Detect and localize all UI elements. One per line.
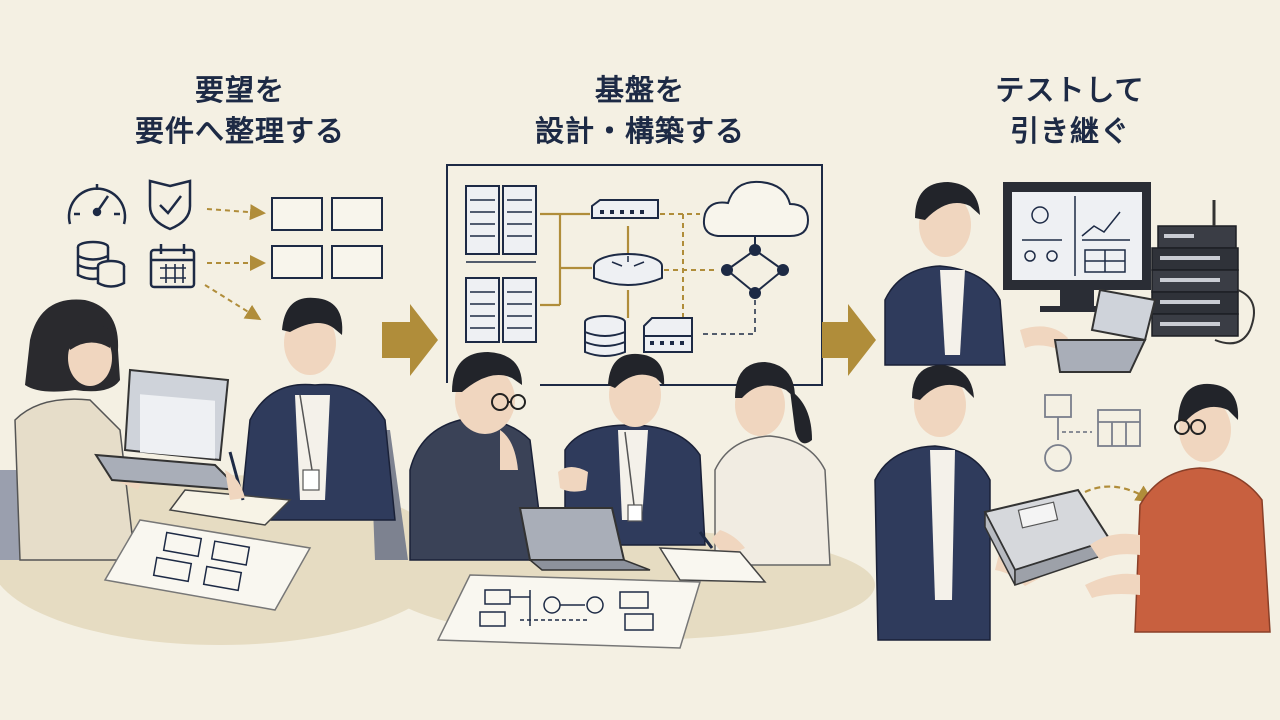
person-handover-giver xyxy=(874,365,1040,641)
requirements-sheet xyxy=(103,519,312,611)
step3-heading: テストして 引き継ぐ xyxy=(940,70,1200,152)
person-architect-glasses xyxy=(409,352,546,561)
panel-infrastructure xyxy=(385,164,875,649)
handover-arrow xyxy=(1084,485,1154,503)
step-arrow-2 xyxy=(822,304,876,376)
step2-heading: 基盤を 設計・構築する xyxy=(510,70,770,152)
shield-check-icon xyxy=(148,179,192,231)
requirement-boxes xyxy=(271,197,383,279)
cloud-icon xyxy=(702,180,810,237)
step2-heading-line1: 基盤を xyxy=(594,73,685,107)
appliance-icon xyxy=(643,317,693,353)
laptop-icon xyxy=(1053,288,1157,373)
step3-heading-line2: 引き継ぐ xyxy=(1009,114,1130,148)
mapping-arrows xyxy=(204,204,266,321)
server-rack-icon xyxy=(465,185,537,343)
network-switch-icon xyxy=(591,199,659,219)
person-client-woman xyxy=(0,299,145,561)
person-tester xyxy=(884,182,1068,366)
database-icon xyxy=(584,315,626,357)
server-stack-icon xyxy=(1151,200,1255,345)
step-arrow-1 xyxy=(382,304,438,376)
step1-heading-line1: 要望を xyxy=(194,73,285,107)
handover-diagram xyxy=(1044,394,1141,472)
step1-heading: 要望を 要件へ整理する xyxy=(110,70,370,152)
cloud-link xyxy=(700,300,756,335)
network-links xyxy=(540,212,630,318)
step1-heading-line2: 要件へ整理する xyxy=(134,114,345,148)
person-engineer-man xyxy=(168,297,408,560)
laptop-icon xyxy=(518,507,651,571)
gauge-icon xyxy=(67,184,127,225)
calendar-icon xyxy=(149,244,196,289)
database-stack-icon xyxy=(76,240,126,288)
architecture-frame xyxy=(446,164,823,386)
person-engineer-woman xyxy=(698,362,831,566)
monitor-icon xyxy=(1003,182,1151,312)
panel-testing-handover xyxy=(874,182,1271,641)
person-handover-receiver xyxy=(1085,383,1271,633)
notebook xyxy=(658,547,767,583)
laptop-icon xyxy=(94,368,243,492)
network-links-dashed xyxy=(660,213,715,330)
node-graph xyxy=(721,236,789,299)
step3-heading-line1: テストして xyxy=(995,73,1145,107)
router-icon xyxy=(593,253,663,286)
blueprint-sheet xyxy=(436,574,702,649)
step2-heading-line2: 設計・構築する xyxy=(534,114,745,148)
manual-binder-icon xyxy=(983,488,1112,587)
panel-requirements xyxy=(0,179,450,645)
